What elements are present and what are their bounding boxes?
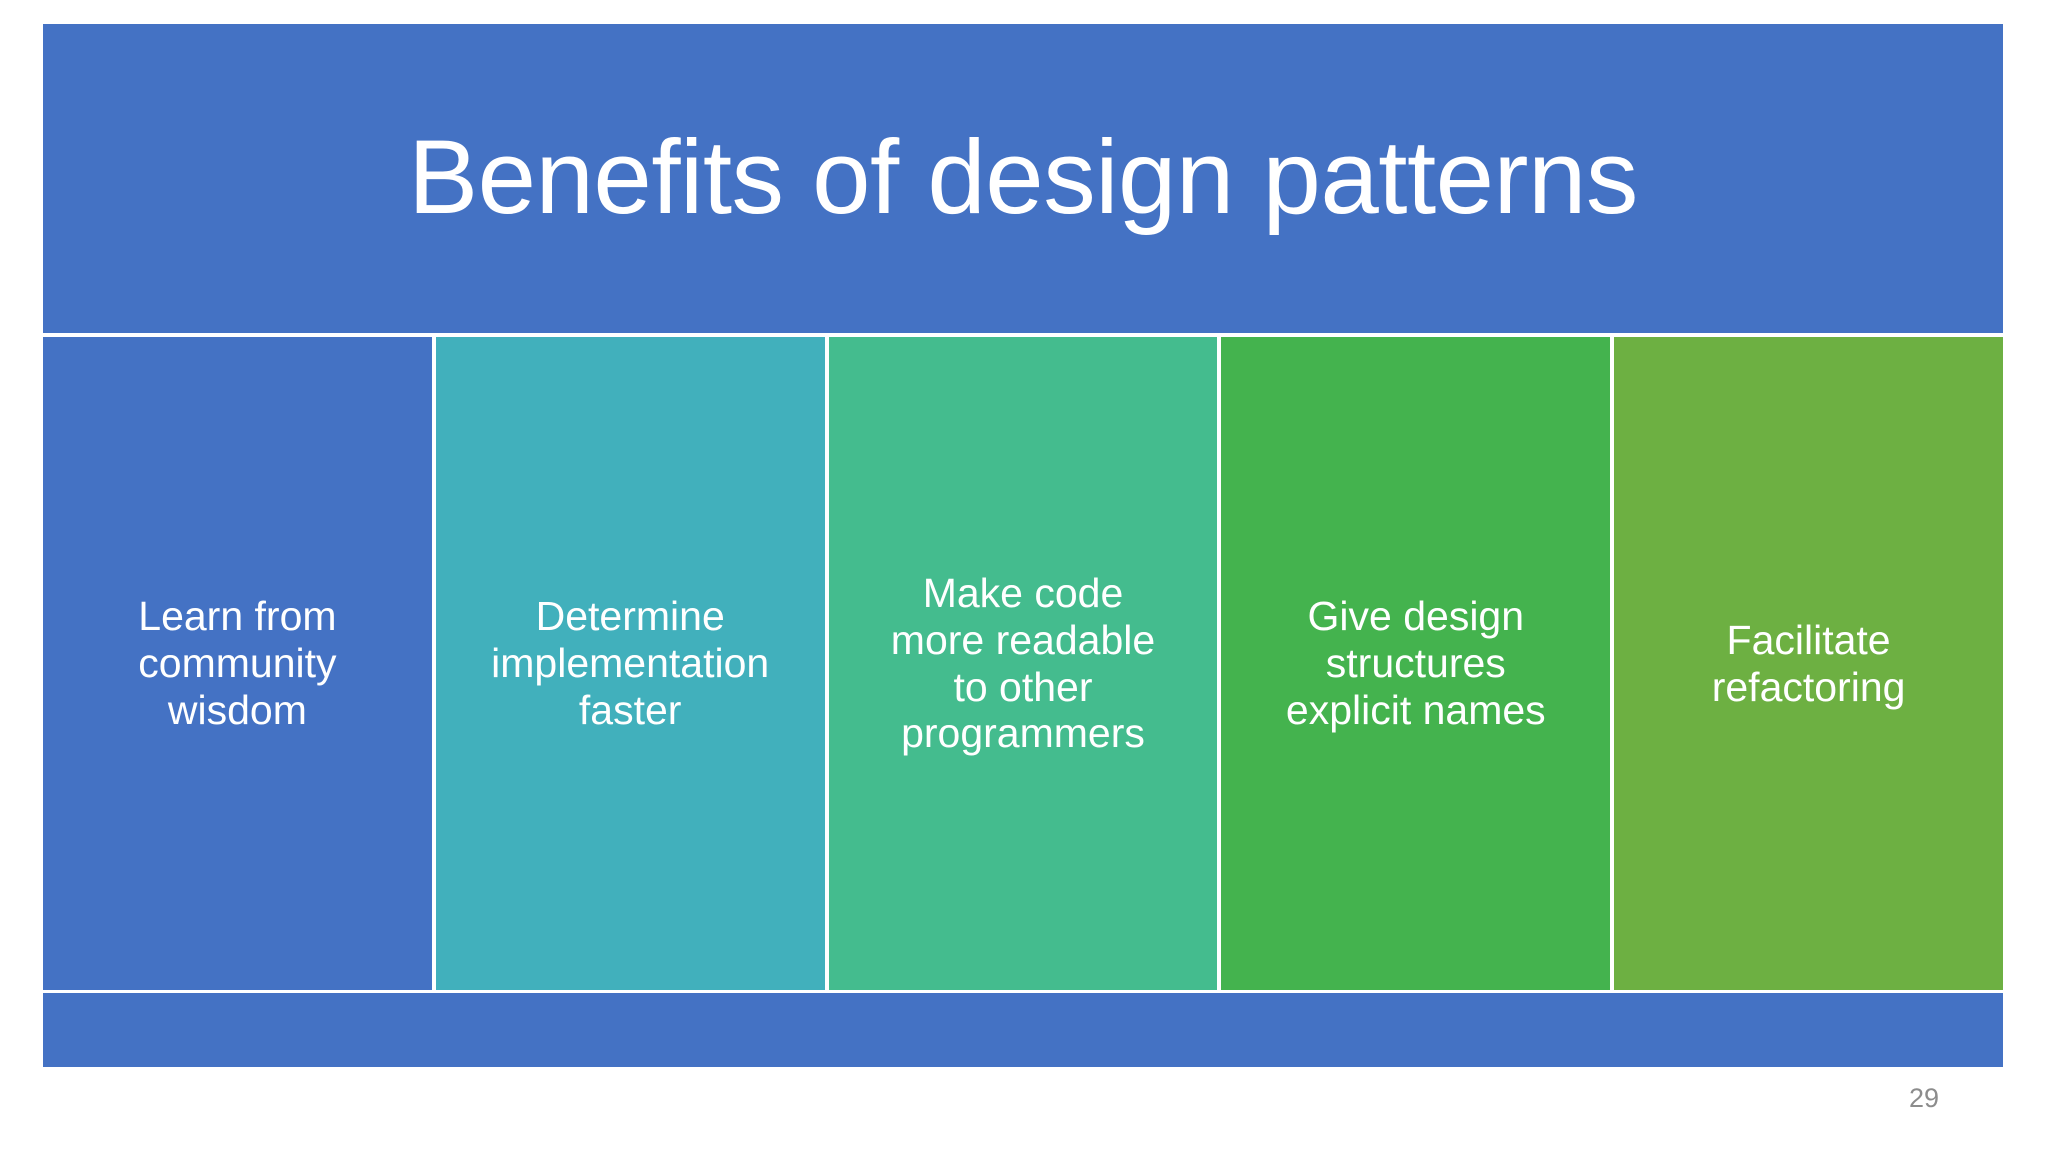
benefit-column-1[interactable]: Learn from community wisdom — [43, 337, 432, 990]
bottom-accent-bar — [43, 993, 2003, 1067]
benefit-column-3-label: Make code more readable to other program… — [890, 570, 1156, 757]
benefit-column-5[interactable]: Facilitate refactoring — [1614, 337, 2003, 990]
benefits-columns: Learn from community wisdom Determine im… — [43, 337, 2003, 990]
benefit-column-3[interactable]: Make code more readable to other program… — [828, 337, 1218, 990]
title-banner: Benefits of design patterns — [43, 24, 2003, 333]
benefit-column-4-label: Give design structures explicit names — [1285, 593, 1546, 733]
page-title: Benefits of design patterns — [408, 119, 1638, 237]
slide-number: 29 — [1908, 1083, 1940, 1113]
benefit-column-2[interactable]: Determine implementation faster — [435, 337, 825, 990]
benefit-column-4[interactable]: Give design structures explicit names — [1221, 337, 1611, 990]
benefit-column-5-label: Facilitate refactoring — [1711, 616, 1906, 710]
benefit-column-2-label: Determine implementation faster — [491, 593, 770, 733]
benefit-column-1-label: Learn from community wisdom — [138, 593, 337, 733]
